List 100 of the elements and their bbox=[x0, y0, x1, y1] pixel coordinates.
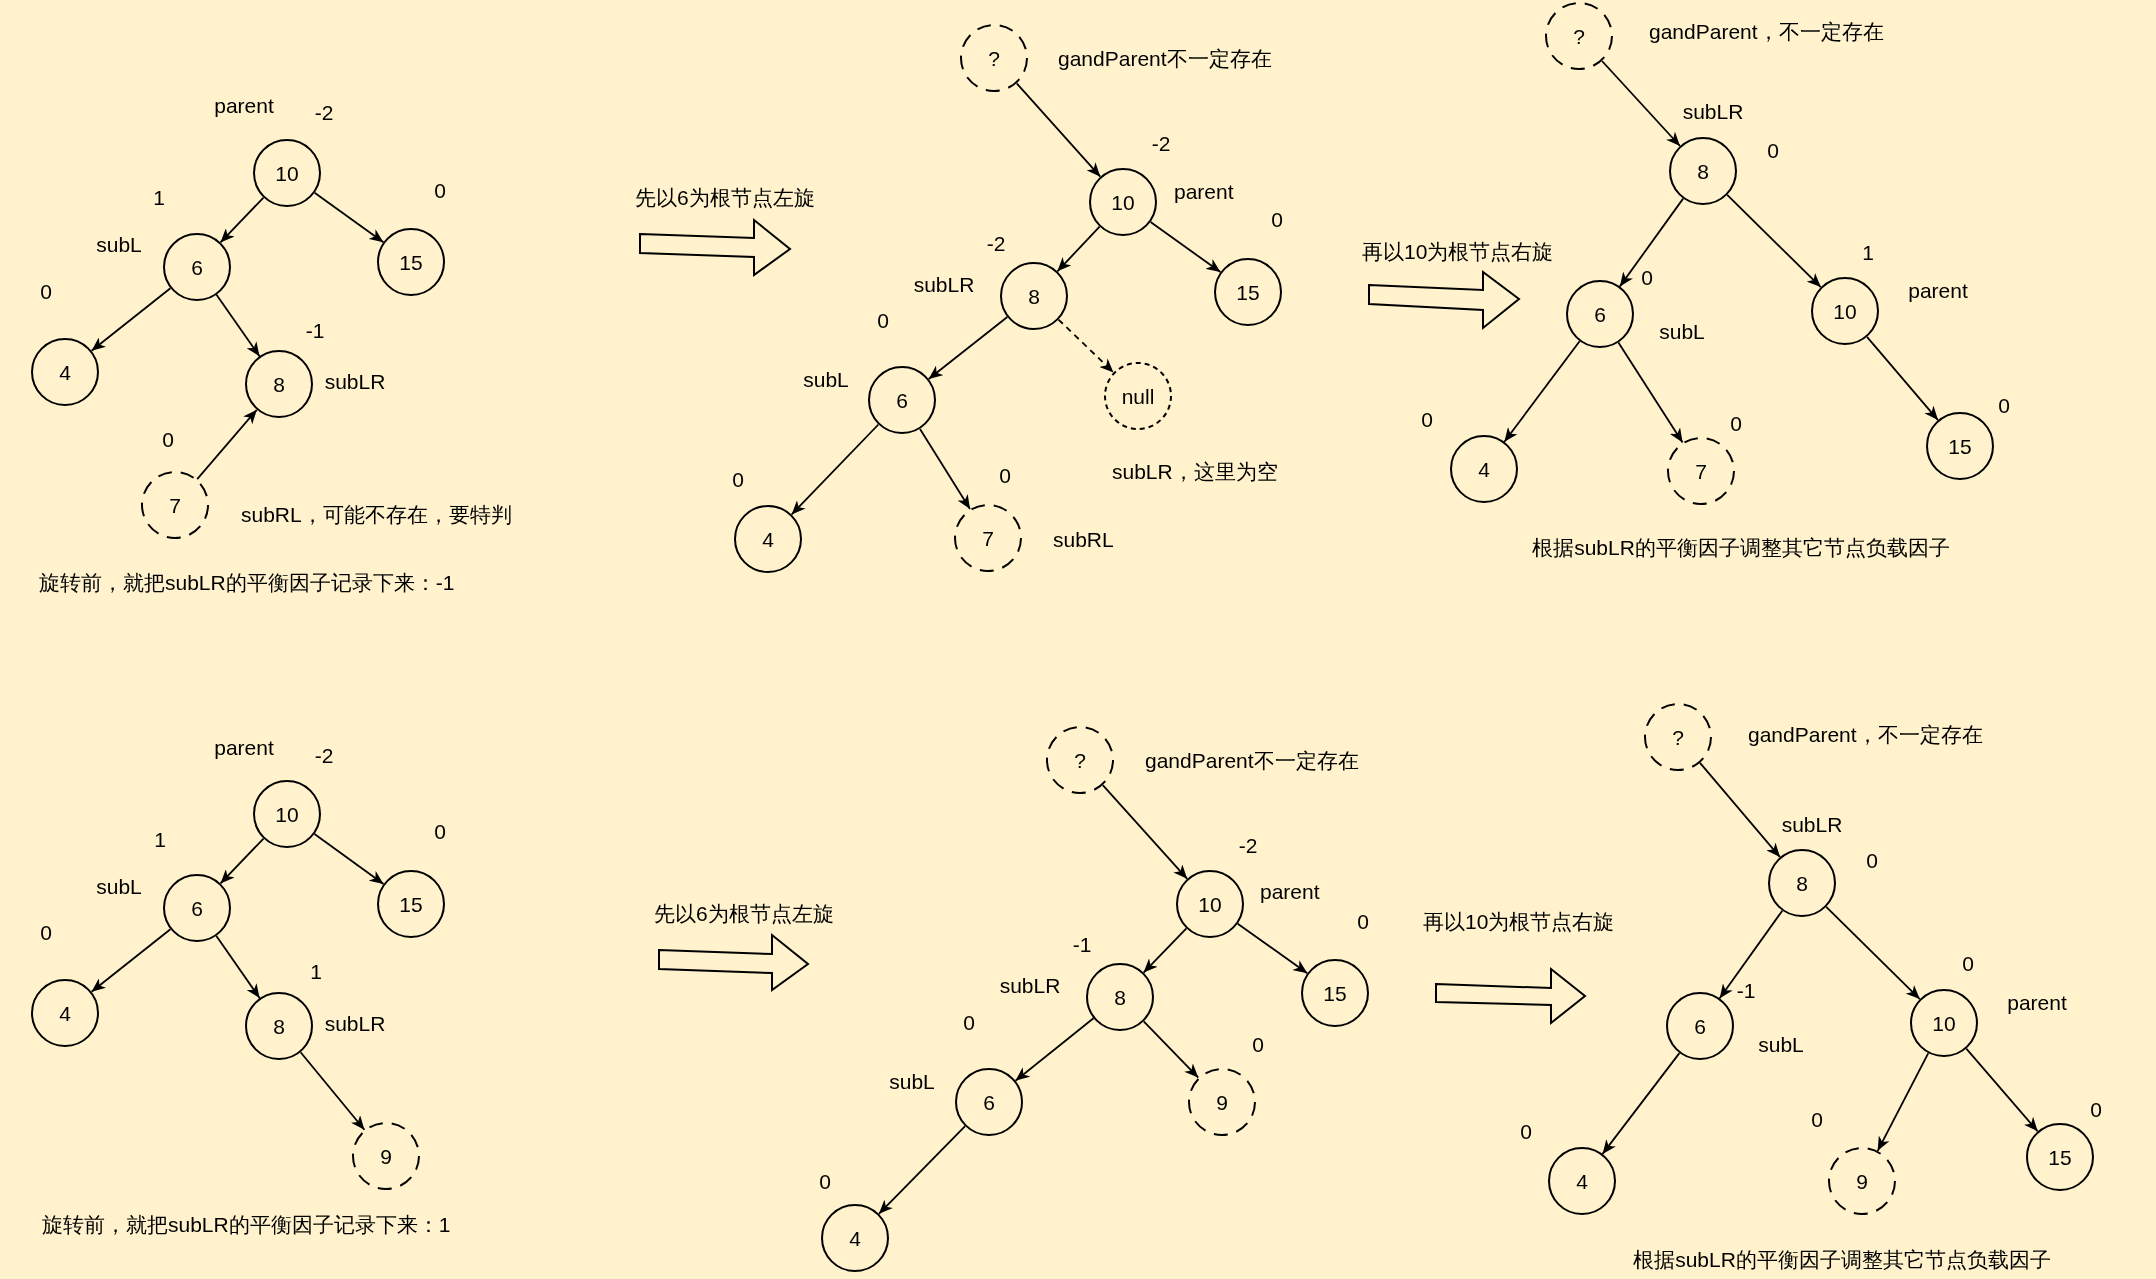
node-role-label: subLR bbox=[913, 272, 975, 298]
tree-node: 15 bbox=[1214, 258, 1282, 326]
balance-factor: 1 bbox=[310, 959, 322, 985]
tree-node: 6 bbox=[163, 874, 231, 942]
step-caption: 先以6为根节点左旋 bbox=[654, 901, 834, 927]
arrow bbox=[1876, 1052, 1930, 1152]
balance-factor: 0 bbox=[1998, 393, 2010, 419]
arrow bbox=[878, 1125, 966, 1215]
balance-factor: 0 bbox=[434, 819, 446, 845]
balance-factor: 0 bbox=[162, 427, 174, 453]
balance-factor: 0 bbox=[732, 467, 744, 493]
tree-node: 8 bbox=[245, 992, 313, 1060]
arrow bbox=[1699, 762, 1781, 858]
arrow bbox=[1056, 225, 1101, 273]
tree-node: 4 bbox=[821, 1204, 889, 1272]
balance-factor: 0 bbox=[1252, 1032, 1264, 1058]
arrow bbox=[1965, 1047, 2039, 1133]
node-role-label: subL bbox=[1758, 1032, 1804, 1058]
balance-factor: -1 bbox=[305, 318, 325, 344]
node-note: gandParent不一定存在 bbox=[1145, 748, 1359, 774]
balance-factor: -2 bbox=[1151, 131, 1171, 157]
arrow bbox=[196, 408, 258, 481]
tree-node: 4 bbox=[31, 979, 99, 1047]
tree-node: 8 bbox=[1669, 137, 1737, 205]
node-role-label: subL bbox=[96, 232, 142, 258]
node-role-label: parent bbox=[214, 735, 274, 761]
balance-factor: -2 bbox=[1238, 833, 1258, 859]
dashed-tree-node: ? bbox=[960, 24, 1028, 92]
tree-node: 15 bbox=[2026, 1123, 2094, 1191]
balance-factor: 0 bbox=[1730, 411, 1742, 437]
arrow bbox=[299, 1051, 366, 1131]
dashed-tree-node: 9 bbox=[1188, 1068, 1256, 1136]
arrow bbox=[313, 833, 385, 885]
note: 根据subLR的平衡因子调整其它节点负载因子 bbox=[1532, 535, 1950, 561]
note: 旋转前，就把subLR的平衡因子记录下来：1 bbox=[42, 1212, 451, 1238]
balance-factor: 0 bbox=[1520, 1119, 1532, 1145]
balance-factor: 0 bbox=[999, 463, 1011, 489]
node-role-label: subL bbox=[803, 367, 849, 393]
balance-factor: 0 bbox=[1357, 909, 1369, 935]
tree-node: 10 bbox=[1176, 870, 1244, 938]
balance-factor: 0 bbox=[2090, 1097, 2102, 1123]
tree-node: 6 bbox=[1666, 992, 1734, 1060]
balance-factor: -1 bbox=[1736, 978, 1756, 1004]
node-role-label: parent bbox=[1174, 179, 1234, 205]
node-role-label: subL bbox=[889, 1069, 935, 1095]
balance-factor: 0 bbox=[1767, 138, 1779, 164]
node-role-label: subLR bbox=[1781, 812, 1843, 838]
node-role-label: subL bbox=[1659, 319, 1705, 345]
tree-node: 15 bbox=[1926, 412, 1994, 480]
balance-factor: 0 bbox=[819, 1169, 831, 1195]
tree-node: 6 bbox=[955, 1068, 1023, 1136]
arrow bbox=[1866, 336, 1939, 421]
arrow bbox=[1718, 909, 1784, 1000]
balance-factor: 0 bbox=[1866, 848, 1878, 874]
arrow bbox=[1503, 340, 1581, 443]
arrow bbox=[90, 928, 172, 993]
arrow bbox=[1619, 197, 1684, 288]
dashed-tree-node: null bbox=[1104, 362, 1172, 430]
balance-factor: 0 bbox=[1421, 407, 1433, 433]
dashed-tree-node: 9 bbox=[352, 1122, 420, 1190]
dashed-tree-node: 7 bbox=[141, 471, 209, 539]
arrow bbox=[90, 287, 172, 352]
balance-factor: -2 bbox=[986, 231, 1006, 257]
node-role-label: parent bbox=[1260, 879, 1320, 905]
tree-node: 10 bbox=[1811, 277, 1879, 345]
tree-node: 4 bbox=[1548, 1147, 1616, 1215]
node-role-label: subL bbox=[96, 874, 142, 900]
balance-factor: 1 bbox=[154, 827, 166, 853]
arrow bbox=[215, 935, 261, 999]
arrow bbox=[1726, 194, 1822, 288]
tree-node: 4 bbox=[734, 505, 802, 573]
node-note: gandParent，不一定存在 bbox=[1649, 19, 1884, 45]
arrow bbox=[1101, 784, 1189, 880]
node-note: gandParent不一定存在 bbox=[1058, 46, 1272, 72]
node-note: subLR，这里为空 bbox=[1112, 459, 1278, 485]
node-role-label: subLR bbox=[999, 973, 1061, 999]
node-role-label: subLR bbox=[324, 1011, 386, 1037]
arrow bbox=[1236, 922, 1309, 975]
node-role-label: parent bbox=[1908, 278, 1968, 304]
balance-factor: -1 bbox=[1072, 932, 1092, 958]
tree-node: 6 bbox=[1566, 280, 1634, 348]
balance-factor: 0 bbox=[1641, 265, 1653, 291]
arrow bbox=[927, 316, 1009, 380]
arrow bbox=[1015, 82, 1102, 178]
tree-node: 10 bbox=[253, 780, 321, 848]
balance-factor: 1 bbox=[153, 185, 165, 211]
tree-node: 10 bbox=[253, 139, 321, 207]
tree-node: 15 bbox=[377, 870, 445, 938]
tree-node: 4 bbox=[31, 338, 99, 406]
arrow bbox=[1014, 1017, 1095, 1082]
arrow bbox=[1601, 60, 1681, 147]
balance-factor: 0 bbox=[1811, 1107, 1823, 1133]
tree-node: 8 bbox=[1768, 849, 1836, 917]
node-role-label: subRL bbox=[1053, 527, 1114, 553]
balance-factor: 1 bbox=[1862, 240, 1874, 266]
arrow bbox=[1617, 341, 1684, 444]
step-caption: 再以10为根节点右旋 bbox=[1362, 239, 1554, 265]
step-caption: 先以6为根节点左旋 bbox=[635, 185, 815, 211]
arrow bbox=[1142, 927, 1188, 974]
step-caption: 再以10为根节点右旋 bbox=[1423, 909, 1615, 935]
